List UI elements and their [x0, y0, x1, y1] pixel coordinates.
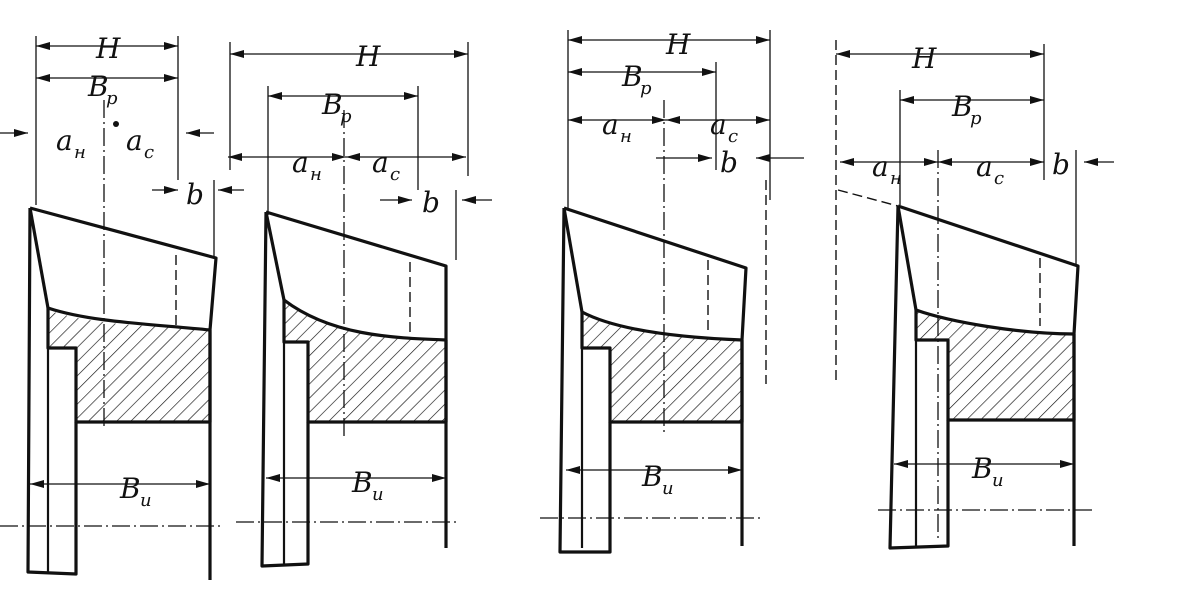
label-an-main: a: [292, 146, 309, 179]
label-ac-sub: c: [390, 164, 400, 185]
label-ac-main: a: [126, 124, 143, 157]
label-ac-sub: c: [144, 142, 154, 163]
label-Bu-sub: u: [992, 470, 1004, 491]
label-Bp-main: B: [951, 90, 973, 123]
label-ac-main: a: [372, 146, 389, 179]
label-an-sub: н: [310, 164, 322, 185]
label-Bu-main: B: [641, 460, 663, 493]
label-Bu-sub: u: [140, 490, 152, 511]
panel-1: H B p a н a c b: [0, 32, 244, 580]
label-Bp-sub: p: [106, 88, 118, 109]
label-Bp-main: B: [87, 70, 109, 103]
dim-Bu: B u: [30, 472, 210, 511]
hatched-section: [916, 310, 1074, 420]
hatched-section: [48, 310, 210, 422]
label-an-sub: н: [74, 142, 86, 163]
panel-4: H B p a н a c b B u: [835, 40, 1114, 550]
label-H: H: [911, 42, 937, 75]
label-an-main: a: [872, 150, 889, 183]
label-Bp-sub: p: [970, 108, 982, 129]
label-Bp-sub: p: [640, 78, 652, 99]
panel-2: H B p a н a c b B u: [228, 40, 492, 568]
label-b: b: [186, 178, 204, 211]
label-an-sub: н: [890, 168, 902, 189]
label-H: H: [355, 40, 381, 73]
hatched-section: [284, 300, 446, 422]
hatched-section: [582, 312, 742, 422]
label-ac-main: a: [710, 108, 727, 141]
label-ac-sub: c: [994, 168, 1004, 189]
label-b: b: [1052, 148, 1070, 181]
label-Bu-sub: u: [372, 484, 384, 505]
label-Bu-sub: u: [662, 478, 674, 499]
dim-Bp: B p: [36, 70, 178, 109]
label-ac-main: a: [976, 150, 993, 183]
label-an-main: a: [56, 124, 73, 157]
label-Bp-main: B: [621, 60, 643, 93]
label-Bp-sub: p: [340, 106, 352, 127]
tool-profile: [29, 206, 218, 424]
label-Bu-main: B: [351, 466, 373, 499]
label-b: b: [422, 186, 440, 219]
label-an-sub: н: [620, 126, 632, 147]
panel-3: H B p a н a c b B u: [540, 28, 804, 554]
label-Bp-main: B: [321, 88, 343, 121]
label-b: b: [720, 146, 738, 179]
label-H: H: [665, 28, 691, 61]
label-Bu-main: B: [971, 452, 993, 485]
label-Bu-main: B: [119, 472, 141, 505]
label-an-main: a: [602, 108, 619, 141]
label-H: H: [95, 32, 121, 65]
label-ac-sub: c: [728, 126, 738, 147]
dim-H: H: [36, 32, 178, 65]
